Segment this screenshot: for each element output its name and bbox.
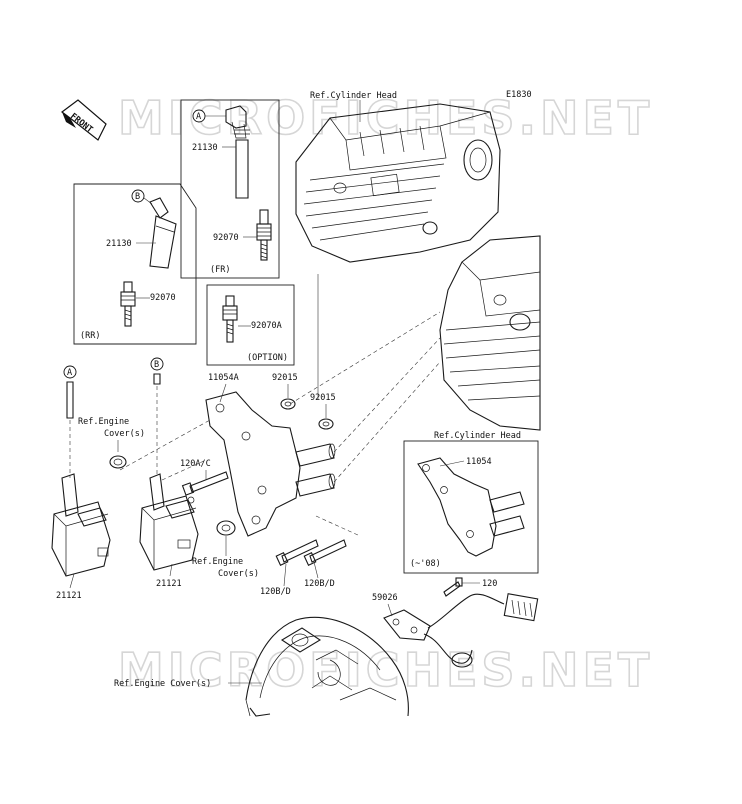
watermark-bottom: MICROFICHES.NET (118, 643, 653, 697)
part-120bd-1: 120B/D (260, 587, 291, 597)
part-92015-b: 92015 (310, 393, 336, 403)
sensor-59026 (383, 593, 539, 668)
bracket-11054a (205, 391, 336, 537)
watermark-top: MICROFICHES.NET (118, 91, 653, 145)
rr-caption: (RR) (80, 331, 100, 341)
ignition-coil-fr (225, 105, 250, 199)
fr-caption: (FR) (210, 265, 230, 275)
grommet-left (109, 455, 127, 469)
option-plug-part: 92070A (251, 321, 282, 331)
marker-a-fr: A (192, 109, 206, 123)
bolt-120bd-1 (275, 539, 319, 566)
part-11054-caption: (~'08) (410, 559, 441, 569)
svg-text:A: A (196, 112, 201, 122)
option-caption: (OPTION) (247, 353, 288, 363)
part-11054: 11054 (466, 457, 492, 467)
bolt-120 (443, 577, 463, 597)
svg-text:A: A (67, 368, 72, 378)
rr-plug-part: 92070 (150, 293, 176, 303)
ref-cylinder-head-top: Ref.Cylinder Head (310, 91, 397, 101)
marker-b-lead: B (150, 357, 164, 371)
diagram-code: E1830 (506, 90, 532, 100)
coil-assembly-left (51, 473, 111, 577)
fr-coil-part: 21130 (192, 143, 218, 153)
spark-plug-option (222, 295, 238, 343)
spark-plug-fr (256, 209, 272, 261)
part-21121-right: 21121 (156, 579, 182, 589)
svg-text:B: B (135, 192, 140, 202)
cylinder-head-rear (439, 235, 541, 431)
marker-a-lead: A (63, 365, 77, 379)
washer-92015-b (318, 418, 334, 430)
ref-engine-cover-2: Ref.Engine (192, 557, 243, 567)
spark-plug-rr (120, 281, 136, 327)
box-rear (73, 183, 197, 345)
part-59026: 59026 (372, 593, 398, 603)
part-120ac: 120A/C (180, 459, 211, 469)
ref-cylinder-head-right: Ref.Cylinder Head (434, 431, 521, 441)
grommet-center (216, 520, 236, 536)
cylinder-head-front (295, 103, 501, 263)
part-21121-left: 21121 (56, 591, 82, 601)
part-11054a: 11054A (208, 373, 239, 383)
ref-engine-cover-3: Ref.Engine Cover(s) (114, 679, 211, 689)
ref-engine-cover-1: Ref.Engine (78, 417, 129, 427)
fr-plug-part: 92070 (213, 233, 239, 243)
bolt-120bd-2 (303, 539, 347, 566)
washer-92015-a (280, 398, 296, 410)
part-92015-a: 92015 (272, 373, 298, 383)
front-arrow-icon: FRONT (61, 99, 107, 141)
ignition-coil-rr (149, 197, 177, 269)
bolt-120ac (181, 471, 229, 496)
svg-text:B: B (154, 360, 159, 370)
box-front (180, 99, 280, 279)
part-120: 120 (482, 579, 497, 589)
engine-cover (245, 616, 409, 717)
rr-coil-part: 21130 (106, 239, 132, 249)
coil-assembly-right (139, 473, 199, 571)
box-11054 (403, 440, 539, 574)
ref-engine-cover-1b: Cover(s) (104, 429, 145, 439)
part-120bd-2: 120B/D (304, 579, 335, 589)
marker-b-rr: B (131, 189, 145, 203)
bracket-11054 (417, 457, 525, 557)
box-option (206, 284, 295, 366)
ref-engine-cover-2b: Cover(s) (218, 569, 259, 579)
